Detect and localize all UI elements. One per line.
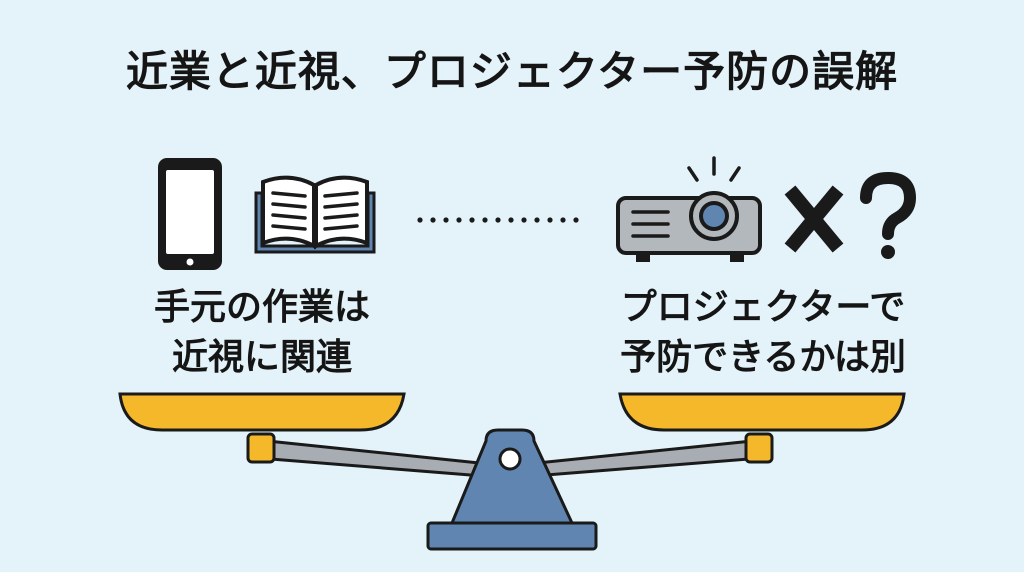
balance-scale-icon [118, 392, 906, 551]
right-caption-line2: 予防できるかは別 [620, 337, 906, 378]
smartphone-icon [158, 158, 222, 270]
question-mark-icon [860, 171, 917, 259]
left-caption: 手元の作業は 近視に関連 [112, 283, 412, 383]
left-caption-line1: 手元の作業は [153, 287, 370, 328]
dotted-connector [417, 217, 579, 223]
open-book-icon [254, 175, 376, 254]
page-title: 近業と近視、プロジェクター予防の誤解 [125, 47, 899, 96]
left-caption-line2: 近視に関連 [171, 337, 352, 378]
cross-mark-icon [784, 185, 844, 253]
projector-icon [616, 156, 762, 262]
right-caption: プロジェクターで 予防できるかは別 [598, 283, 928, 383]
right-caption-line1: プロジェクターで [620, 287, 906, 328]
